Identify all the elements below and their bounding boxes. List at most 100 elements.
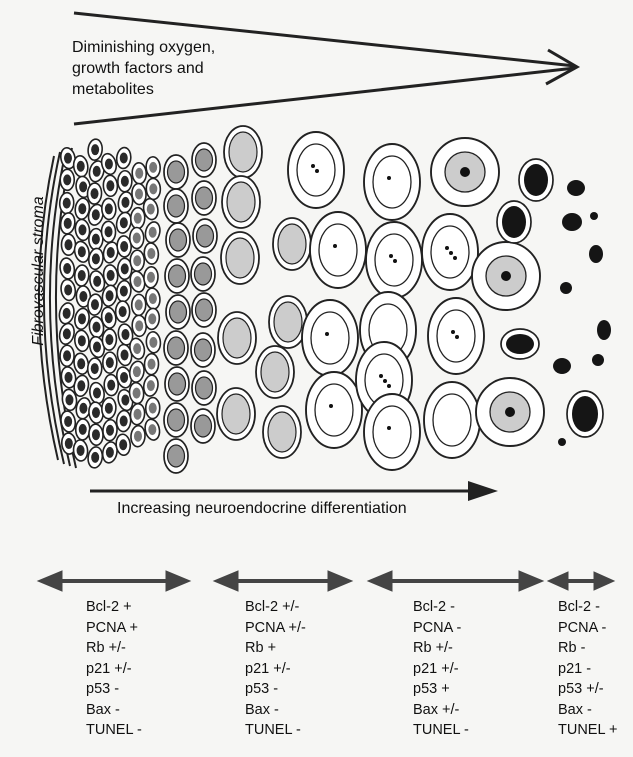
marker-group-3: Bcl-2 - PCNA - Rb +/- p21 +/- p53 + Bax … (413, 597, 469, 741)
gradient-label: Diminishing oxygen, growth factors and m… (72, 37, 302, 100)
differentiation-label: Increasing neuroendocrine differentiatio… (117, 498, 407, 519)
marker-item: PCNA - (558, 618, 618, 639)
proliferating-cell (132, 315, 147, 337)
apoptotic-body (560, 282, 572, 294)
maturing-cell (218, 312, 256, 364)
marker-item: p21 +/- (245, 659, 306, 680)
proliferating-cell (145, 331, 161, 353)
apoptotic-body (567, 180, 585, 196)
transitional-cell (192, 181, 216, 215)
transitional-cell (165, 367, 189, 401)
differentiated-cell (428, 298, 484, 374)
range-arrow-3 (368, 571, 543, 591)
maturing-cell (263, 406, 301, 458)
proliferating-cell (60, 345, 75, 366)
differentiated-cell (364, 144, 420, 220)
gradient-label-line: Diminishing oxygen, (72, 37, 302, 58)
proliferating-cell (61, 234, 75, 255)
proliferating-cell (101, 221, 116, 242)
proliferating-cell (130, 227, 144, 248)
proliferating-cell (60, 278, 77, 301)
transitional-cell (192, 293, 216, 327)
apoptotic-body (519, 159, 553, 201)
differentiated-cell (422, 214, 478, 290)
proliferating-cell (130, 207, 145, 228)
apoptotic-body (592, 354, 604, 366)
proliferating-cell (102, 329, 117, 351)
apoptotic-body (567, 391, 603, 437)
marker-item: p53 + (413, 679, 469, 700)
proliferating-cell (72, 155, 89, 178)
proliferating-cell (128, 360, 146, 383)
range-arrow-1 (38, 571, 190, 591)
transitional-cell (192, 371, 216, 405)
proliferating-cell (145, 287, 161, 309)
transitional-cell (193, 219, 217, 253)
gradient-label-line: growth factors and (72, 58, 302, 79)
marker-item: TUNEL - (86, 720, 142, 741)
marker-item: Bcl-2 +/- (245, 597, 306, 618)
marker-item: PCNA +/- (245, 618, 306, 639)
proliferating-cell (130, 250, 144, 271)
marker-item: Bax - (86, 700, 142, 721)
marker-item: Bax - (245, 700, 306, 721)
maturing-cell (256, 346, 294, 398)
proliferating-cell (74, 265, 90, 287)
proliferating-cell (59, 192, 74, 214)
proliferating-cell (144, 353, 159, 374)
marker-item: Bax - (558, 700, 618, 721)
marker-item: Rb - (558, 638, 618, 659)
proliferating-cell (88, 424, 104, 446)
transitional-cell (192, 143, 216, 177)
differentiated-cell (424, 382, 480, 458)
transitional-cell (191, 333, 215, 367)
proliferating-cell (74, 330, 90, 353)
proliferating-cell (143, 418, 161, 442)
transitional-cell (191, 409, 215, 443)
marker-item: PCNA + (86, 618, 142, 639)
marker-item: p21 +/- (86, 659, 142, 680)
mature-round-cell (431, 138, 499, 206)
transitional-cell (164, 439, 188, 473)
differentiated-cell (364, 394, 420, 470)
range-arrow-2 (214, 571, 352, 591)
differentiated-cell (306, 372, 362, 448)
apoptotic-body (589, 245, 603, 263)
differentiated-cell (302, 300, 358, 376)
apoptotic-body (597, 320, 611, 340)
marker-group-2: Bcl-2 +/- PCNA +/- Rb + p21 +/- p53 - Ba… (245, 597, 306, 741)
marker-item: p21 - (558, 659, 618, 680)
marker-item: TUNEL - (413, 720, 469, 741)
proliferating-cell (146, 397, 160, 418)
differentiated-cell (366, 222, 422, 298)
maturing-cell (224, 126, 262, 178)
marker-group-4: Bcl-2 - PCNA - Rb - p21 - p53 +/- Bax - … (558, 597, 618, 741)
proliferating-cell (103, 175, 118, 197)
mature-round-cell (472, 242, 540, 310)
proliferating-cell (146, 156, 161, 178)
proliferating-cell (132, 162, 147, 184)
marker-item: Bax +/- (413, 700, 469, 721)
proliferating-cell (130, 425, 145, 447)
proliferating-cell (102, 419, 118, 441)
apoptotic-body (558, 438, 566, 446)
marker-item: p53 - (245, 679, 306, 700)
tumor-cells (57, 126, 611, 473)
proliferating-cell (146, 178, 161, 200)
transitional-cell (164, 189, 188, 223)
marker-item: p53 - (86, 679, 142, 700)
proliferating-cell (73, 439, 89, 461)
transitional-cell (165, 259, 189, 293)
marker-item: Bcl-2 - (558, 597, 618, 618)
proliferating-cell (87, 247, 104, 270)
proliferating-cell (143, 220, 162, 244)
proliferating-cell (142, 374, 159, 397)
apoptotic-body (590, 212, 598, 220)
maturing-cell (221, 232, 259, 284)
range-arrows (38, 571, 614, 591)
marker-item: p21 +/- (413, 659, 469, 680)
differentiated-cell (288, 132, 344, 208)
proliferating-cell (59, 212, 76, 235)
marker-item: p53 +/- (558, 679, 618, 700)
proliferating-cell (143, 242, 159, 264)
